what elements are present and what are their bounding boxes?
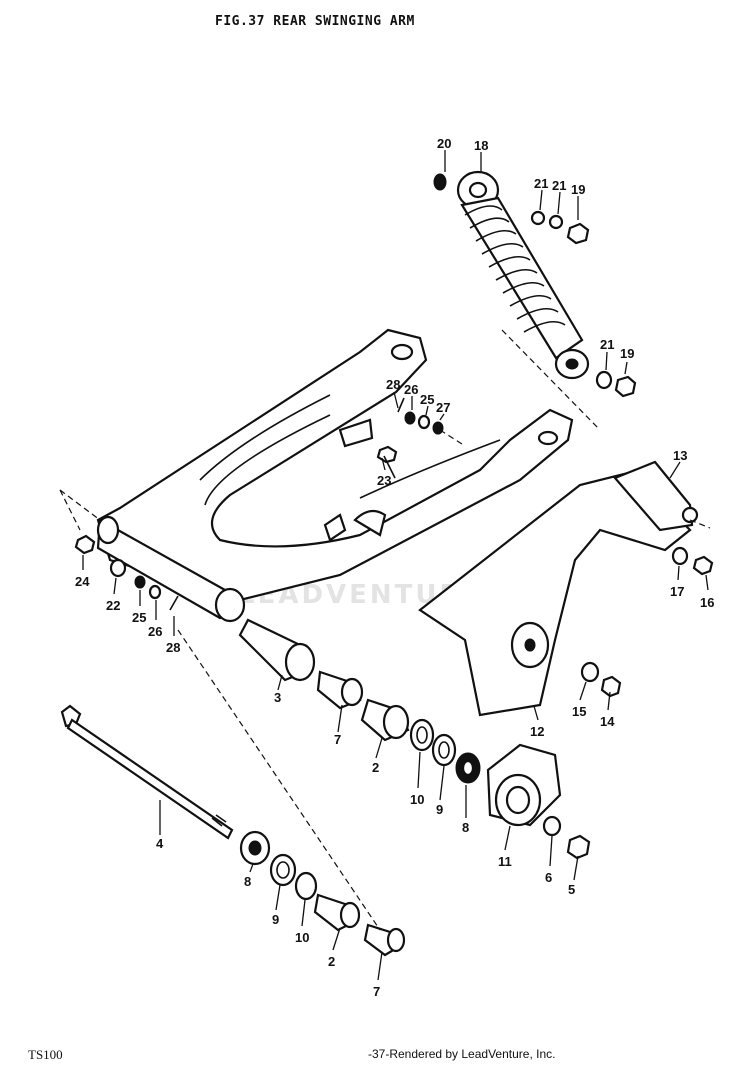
swinging-arm xyxy=(96,328,574,623)
callout-22: 22 xyxy=(106,598,120,613)
callout-5: 5 xyxy=(568,882,575,897)
callout-28: 28 xyxy=(166,640,180,655)
callout-7: 7 xyxy=(334,732,341,747)
callout-11: 11 xyxy=(498,854,512,869)
callout-19: 19 xyxy=(620,346,634,361)
figure-title: FIG.37 REAR SWINGING ARM xyxy=(215,14,415,29)
pivot-bolt xyxy=(60,704,234,840)
pivot-hardware-upper xyxy=(238,618,481,784)
callout-8: 8 xyxy=(244,874,251,889)
callout-3: 3 xyxy=(274,690,281,705)
callout-9: 9 xyxy=(272,912,279,927)
callout-28: 28 xyxy=(386,377,400,392)
chain-roller-block xyxy=(486,743,591,860)
callout-15: 15 xyxy=(572,704,586,719)
page-credit: -37-Rendered by LeadVenture, Inc. xyxy=(368,1047,556,1061)
callout-12: 12 xyxy=(530,724,544,739)
callout-21: 21 xyxy=(552,178,566,193)
callout-18: 18 xyxy=(474,138,488,153)
callout-27: 27 xyxy=(436,400,450,415)
callout-23: 23 xyxy=(377,473,391,488)
callout-21: 21 xyxy=(534,176,548,191)
callout-6: 6 xyxy=(545,870,552,885)
callout-25: 25 xyxy=(132,610,146,625)
pivot-hardware-lower xyxy=(239,830,406,957)
callout-25: 25 xyxy=(420,392,434,407)
callout-17: 17 xyxy=(670,584,684,599)
callout-4: 4 xyxy=(156,836,164,851)
callout-26: 26 xyxy=(148,624,162,639)
callout-8: 8 xyxy=(462,820,469,835)
callout-labels: 20 18 21 21 19 21 19 28 26 25 27 23 13 2… xyxy=(75,136,714,999)
callout-9: 9 xyxy=(436,802,443,817)
callout-13: 13 xyxy=(673,448,687,463)
callout-26: 26 xyxy=(404,382,418,397)
callout-21: 21 xyxy=(600,337,614,352)
callout-20: 20 xyxy=(437,136,451,151)
callout-16: 16 xyxy=(700,595,714,610)
callout-7: 7 xyxy=(373,984,380,999)
callout-2: 2 xyxy=(328,954,335,969)
rear-shock-absorber xyxy=(433,170,637,398)
callout-24: 24 xyxy=(75,574,90,589)
chain-guide-bracket xyxy=(418,460,699,717)
alignment-lines xyxy=(59,329,711,931)
callout-19: 19 xyxy=(571,182,585,197)
model-code: TS100 xyxy=(28,1047,63,1062)
callout-2: 2 xyxy=(372,760,379,775)
callout-10: 10 xyxy=(410,792,424,807)
leader-lines xyxy=(82,150,709,981)
callout-10: 10 xyxy=(295,930,309,945)
callout-14: 14 xyxy=(600,714,615,729)
